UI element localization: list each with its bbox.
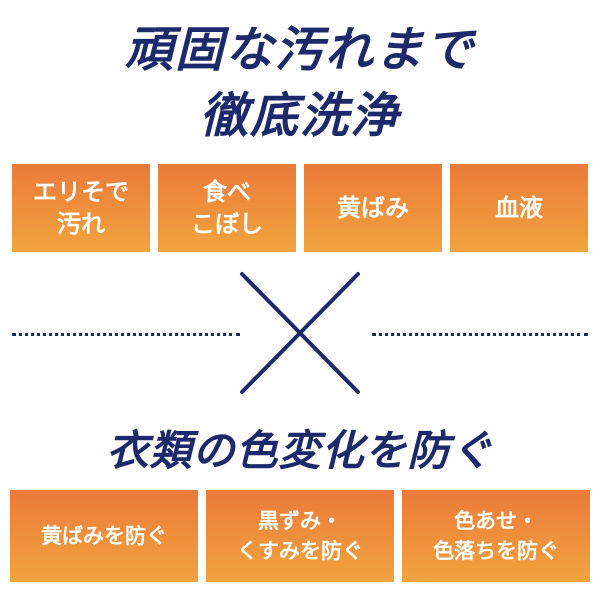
cross-icon — [240, 272, 360, 394]
stain-tile-blood: 血液 — [450, 164, 588, 252]
protect-tile-fading: 色あせ・ 色落ちを防ぐ — [402, 490, 590, 582]
dotted-divider-left — [12, 333, 240, 336]
headline-line-2: 徹底洗浄 — [199, 88, 400, 144]
stain-tile-yellowing: 黄ばみ — [304, 164, 442, 252]
protect-tile-yellowing: 黄ばみを防ぐ — [10, 490, 198, 582]
stain-types-row: エリそで 汚れ 食べ こぼし 黄ばみ 血液 — [0, 164, 600, 252]
stain-label: 血液 — [495, 194, 543, 222]
dotted-divider-right — [372, 333, 588, 336]
protect-label: 黒ずみ・ くすみを防ぐ — [237, 509, 363, 563]
protect-tile-darkening: 黒ずみ・ くすみを防ぐ — [206, 490, 394, 582]
stain-tile-collar: エリそで 汚れ — [12, 164, 150, 252]
stain-label: 黄ばみ — [337, 194, 409, 222]
headline-line-1: 頑固な汚れまで — [124, 22, 475, 78]
protect-label: 黄ばみを防ぐ — [41, 524, 167, 548]
stain-label: エリそで 汚れ — [33, 178, 129, 238]
stain-tile-food: 食べ こぼし — [158, 164, 296, 252]
protect-headline: 衣類の色変化を防ぐ — [106, 426, 494, 475]
protect-label: 色あせ・ 色落ちを防ぐ — [433, 509, 559, 563]
stain-label: 食べ こぼし — [191, 178, 263, 238]
protect-row: 黄ばみを防ぐ 黒ずみ・ くすみを防ぐ 色あせ・ 色落ちを防ぐ — [0, 490, 600, 582]
